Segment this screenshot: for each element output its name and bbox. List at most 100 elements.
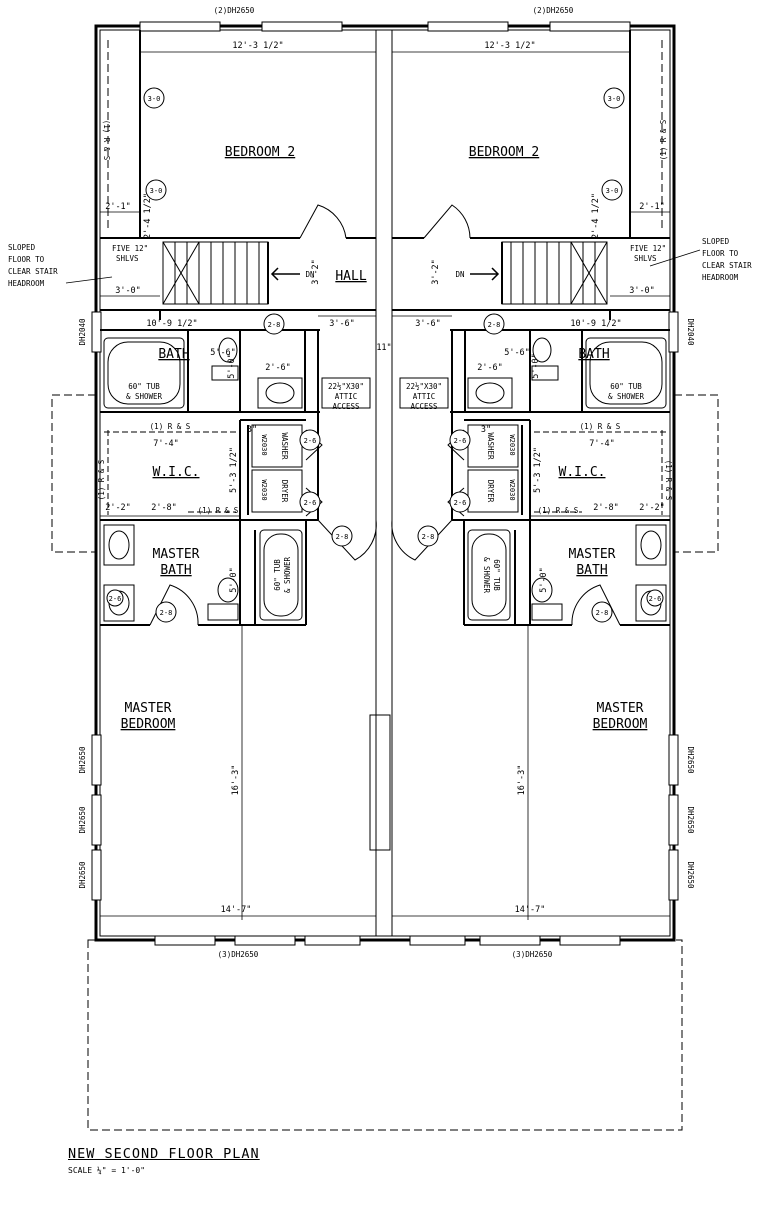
dimension: 2'-4 1/2" bbox=[143, 193, 153, 239]
sloped-floor-note-left: SLOPED FLOOR TO CLEAR STAIR HEADROOM bbox=[8, 243, 113, 288]
tub-note: & SHOWER bbox=[126, 392, 163, 401]
room-label-master-bedroom: BEDROOM bbox=[593, 717, 648, 732]
door-tag: 2-8 bbox=[336, 533, 349, 541]
dimension: 7'-4" bbox=[589, 439, 615, 449]
windows bbox=[91, 21, 679, 946]
dimension: 14'-7" bbox=[221, 905, 252, 915]
closet-shelf-lines bbox=[104, 430, 666, 515]
dimension: 12'-3 1/2" bbox=[484, 41, 535, 51]
floor-plan: 3-0 3-0 3-0 3-0 2-8 2-8 2-6 2-6 2-6 2-6 … bbox=[8, 6, 752, 1131]
dimension: 3'-6" bbox=[329, 319, 355, 329]
door-tag: 2-6 bbox=[109, 595, 122, 603]
tub-note: 60" TUB bbox=[610, 382, 642, 391]
dimension: 2'-2" bbox=[105, 503, 131, 513]
dimension-lines bbox=[100, 51, 670, 920]
dimension: 2'-6" bbox=[265, 363, 291, 373]
door-tag: 2-6 bbox=[304, 437, 317, 445]
rod-shelf-note: (1) R & S bbox=[97, 459, 106, 500]
stairs-left bbox=[162, 241, 269, 305]
door-swings bbox=[149, 204, 621, 626]
note-line: SLOPED bbox=[702, 237, 730, 246]
shelves-note: SHLVS bbox=[634, 254, 657, 263]
rod-shelf-note: (1) R & S bbox=[538, 506, 579, 515]
dimension: 2'-6" bbox=[477, 363, 503, 373]
room-label-bath: BATH bbox=[578, 347, 609, 362]
room-label-hall: HALL bbox=[335, 269, 366, 284]
rod-shelf-note: (1) R & S bbox=[664, 460, 673, 501]
note-line: CLEAR STAIR bbox=[8, 267, 58, 276]
window-label-left: DH2650 bbox=[78, 806, 87, 834]
door-tag: 2-6 bbox=[649, 595, 662, 603]
dimension: 3'-2" bbox=[431, 259, 441, 285]
door-tag: 2-8 bbox=[160, 609, 173, 617]
drawing-scale: SCALE ¼" = 1'-0" bbox=[68, 1166, 146, 1175]
attic-access-note: ATTIC bbox=[413, 392, 436, 401]
tub-note: & SHOWER bbox=[608, 392, 645, 401]
dimension: 3" bbox=[247, 425, 257, 435]
room-label-master-bath: BATH bbox=[160, 563, 191, 578]
rod-shelf-note: (1) R & S bbox=[102, 120, 111, 161]
dimension: 10'-9 1/2" bbox=[570, 319, 621, 329]
door-tag: 2-8 bbox=[422, 533, 435, 541]
dimension: 3'-6" bbox=[415, 319, 441, 329]
tub-note: 60" TUB bbox=[492, 559, 501, 591]
window-label-left: DH2040 bbox=[78, 318, 87, 346]
dimension: 16'-3" bbox=[517, 765, 527, 796]
dimension: 3'-0" bbox=[629, 286, 655, 296]
window-label-right: DH2650 bbox=[686, 861, 695, 889]
window-label-right: DH2650 bbox=[686, 806, 695, 834]
stair-down-label: DN bbox=[455, 270, 464, 279]
dimension: 2'-1" bbox=[639, 202, 665, 212]
door-tag: 2-6 bbox=[304, 499, 317, 507]
closet-label: W2030 bbox=[508, 434, 516, 455]
dimension: 14'-7" bbox=[515, 905, 546, 915]
closet-label: W2030 bbox=[508, 479, 516, 500]
dimension: 5'-3 1/2" bbox=[229, 447, 239, 493]
door-tag: 3-0 bbox=[608, 95, 621, 103]
door-tag: 3-0 bbox=[150, 187, 163, 195]
attic-access-note: ACCESS bbox=[410, 402, 438, 411]
room-label-bath: BATH bbox=[158, 347, 189, 362]
dimension: 2'-1" bbox=[105, 202, 131, 212]
tub-note: 60" TUB bbox=[128, 382, 160, 391]
dimension: 11" bbox=[376, 343, 391, 353]
shelves-note: FIVE 12" bbox=[630, 244, 666, 253]
rod-shelf-note: (1) R & S bbox=[150, 422, 191, 431]
washer-label: WASHER bbox=[280, 432, 289, 460]
window-label-right: DH2040 bbox=[686, 318, 695, 346]
rod-shelf-note: (1) R & S bbox=[198, 506, 239, 515]
door-tag: 2-8 bbox=[268, 321, 281, 329]
window-label-bottom: (3)DH2650 bbox=[512, 950, 553, 959]
door-tag: 2-6 bbox=[454, 437, 467, 445]
dimension: 2'-8" bbox=[151, 503, 177, 513]
title-block: NEW SECOND FLOOR PLAN SCALE ¼" = 1'-0" bbox=[68, 1146, 260, 1175]
inner-wall-lines bbox=[99, 29, 671, 937]
closet-label: W2030 bbox=[260, 479, 268, 500]
door-tag-circles bbox=[106, 87, 664, 623]
dimension: 5'-6" bbox=[504, 348, 530, 358]
door-tag: 2-8 bbox=[596, 609, 609, 617]
room-label-master-bath: BATH bbox=[576, 563, 607, 578]
dimension: 5'-3 1/2" bbox=[533, 447, 543, 493]
window-label-left: DH2650 bbox=[78, 861, 87, 889]
door-tag: 3-0 bbox=[148, 95, 161, 103]
window-label-left: DH2650 bbox=[78, 746, 87, 774]
note-line: FLOOR TO bbox=[702, 249, 739, 258]
door-tag: 2-8 bbox=[488, 321, 501, 329]
dimension: 3'-0" bbox=[115, 286, 141, 296]
shelves-note: FIVE 12" bbox=[112, 244, 148, 253]
window-label-top: (2)DH2650 bbox=[214, 6, 255, 15]
dryer-label: DRYER bbox=[280, 480, 289, 503]
dimension: 2'-8" bbox=[593, 503, 619, 513]
attic-access-note: ATTIC bbox=[335, 392, 358, 401]
dimension: 5'-0" bbox=[539, 567, 549, 593]
washer-label: WASHER bbox=[486, 432, 495, 460]
attic-access-note: 22½"X30" bbox=[328, 382, 364, 391]
note-line: HEADROOM bbox=[8, 279, 45, 288]
sloped-floor-note-right: SLOPED FLOOR TO CLEAR STAIR HEADROOM bbox=[649, 237, 752, 282]
dimension: 3'-2" bbox=[311, 259, 321, 285]
dimension: 2'-2" bbox=[639, 503, 665, 513]
note-line: SLOPED bbox=[8, 243, 36, 252]
attic-access-note: ACCESS bbox=[332, 402, 360, 411]
room-label-master-bedroom: MASTER bbox=[125, 701, 172, 716]
